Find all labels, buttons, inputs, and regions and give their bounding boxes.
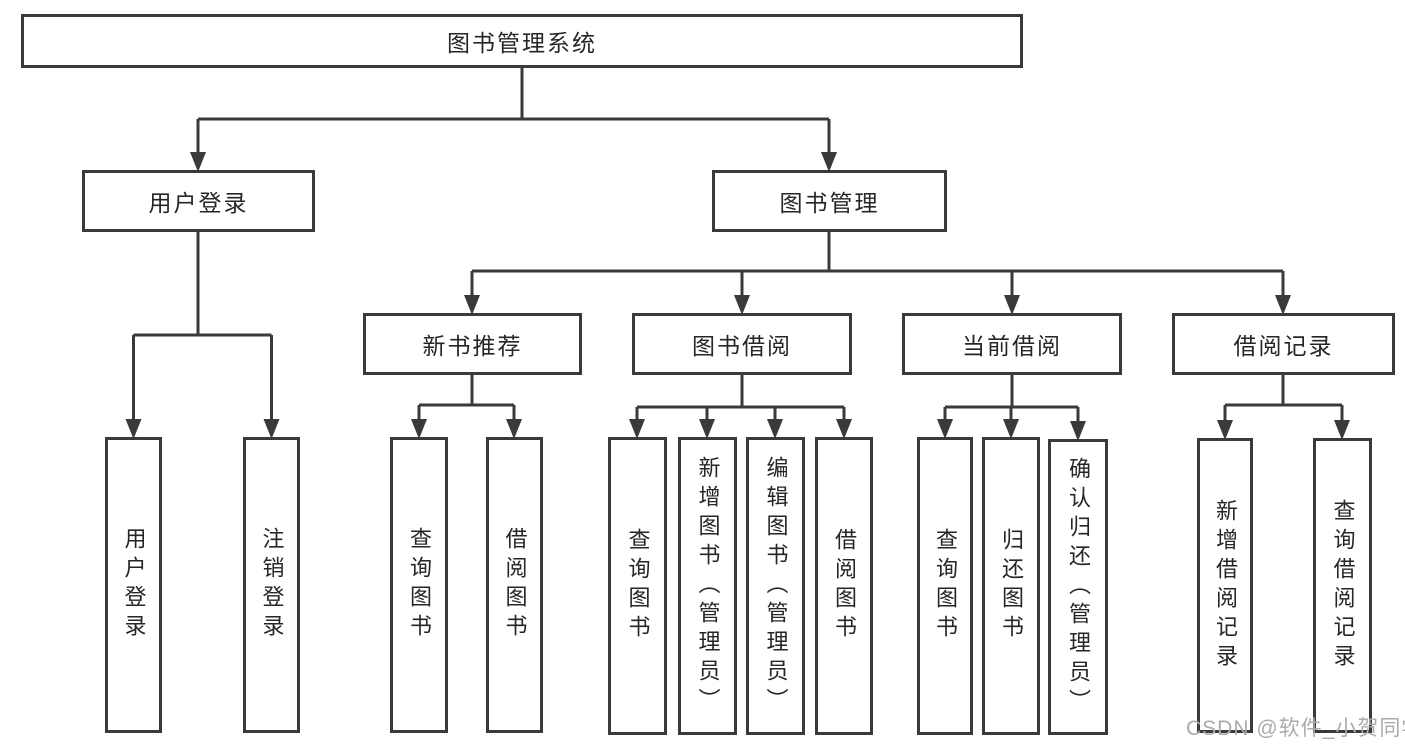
connector-bus [133, 68, 1342, 409]
leaf-logout: 注销登录 [243, 437, 300, 733]
leaf-user-login: 用户登录 [105, 437, 162, 733]
leaf-cb-query-books: 查询图书 [917, 437, 973, 735]
leaf-cb-confirm-return-admin: 确认归还（管理员） [1048, 439, 1108, 735]
watermark: CSDN @软件_小贺同学 [1186, 717, 1405, 740]
leaf-bb-borrow-books: 借阅图书 [815, 437, 873, 735]
leaf-bb-query-books: 查询图书 [608, 437, 667, 735]
node-user-login: 用户登录 [82, 170, 315, 232]
leaf-cb-return-books: 归还图书 [982, 437, 1040, 735]
leaf-nb-query-books: 查询图书 [390, 437, 448, 733]
node-book-borrow: 图书借阅 [632, 313, 852, 375]
node-current-borrow: 当前借阅 [902, 313, 1122, 375]
leaf-br-query-record: 查询借阅记录 [1313, 438, 1372, 733]
leaf-nb-borrow-books: 借阅图书 [486, 437, 543, 733]
leaf-bb-add-books-admin: 新增图书（管理员） [678, 437, 737, 735]
leaf-br-add-record: 新增借阅记录 [1197, 438, 1253, 733]
node-new-book-recommend: 新书推荐 [363, 313, 582, 375]
node-book-management: 图书管理 [712, 170, 947, 232]
leaf-bb-edit-books-admin: 编辑图书（管理员） [746, 437, 805, 735]
node-root-system: 图书管理系统 [21, 14, 1023, 68]
node-borrow-records: 借阅记录 [1172, 313, 1395, 375]
